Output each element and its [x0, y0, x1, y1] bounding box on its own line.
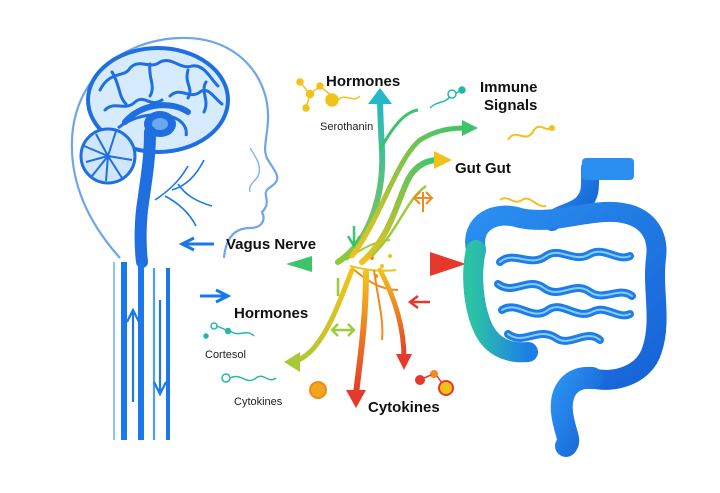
gut-wave-icon	[499, 197, 547, 208]
serotonin-molecule-icon	[296, 78, 361, 112]
label-serotonin: Serothanin	[320, 121, 373, 133]
cytokine-cluster-icon	[415, 370, 454, 396]
hub-fan	[345, 239, 399, 291]
face-contour	[248, 147, 261, 193]
brainstem	[134, 126, 156, 268]
pathway-to-gut-lower	[377, 267, 407, 361]
immune-signals-arrow	[462, 120, 478, 136]
immune-wave-icon	[507, 125, 551, 141]
hormones-top-arrow	[368, 88, 392, 104]
label-immune-line2: Signals	[484, 97, 537, 114]
double-arrow-orange	[412, 191, 434, 212]
label-gut-gut: Gut Gut	[455, 160, 511, 177]
double-arrow-green	[330, 323, 356, 337]
pathway-to-cytokines-bottom	[353, 269, 369, 397]
hormones-left-arrow	[284, 352, 300, 372]
cytokines-molecule-icon	[221, 373, 277, 383]
label-cortisol: Cortesol	[205, 349, 246, 361]
head-silhouette	[70, 36, 279, 259]
orange-orb-icon	[309, 381, 327, 399]
red-left-arrow	[407, 294, 430, 310]
hub-down-arrow	[346, 226, 362, 249]
pathway-to-gut-gut	[359, 157, 441, 265]
immune-molecule-icon	[429, 86, 466, 109]
cerebellum	[79, 127, 137, 185]
pathway-to-immune-signals	[349, 125, 469, 259]
cortisol-molecule-icon	[203, 322, 255, 339]
label-vagus-nerve: Vagus Nerve	[226, 236, 316, 253]
cord-down-arrow	[153, 300, 167, 397]
label-cytokines-left: Cytokines	[234, 396, 283, 408]
gut-intestines	[463, 158, 667, 457]
cytokines-bottom-arrow	[346, 390, 366, 408]
brain	[86, 46, 230, 154]
vagus-cords	[113, 262, 170, 440]
label-hormones-top: Hormones	[326, 73, 400, 90]
vagus-trunk-arrow-right	[430, 252, 466, 276]
gut-gut-arrow	[434, 151, 452, 169]
vagus-arrow-right-small	[200, 288, 232, 304]
label-cytokines-bottom: Cytokines	[368, 399, 440, 416]
facial-nerve-branches	[154, 159, 213, 227]
vagus-trunk-arrow-left	[286, 256, 312, 272]
cord-up-arrow	[126, 307, 140, 402]
label-hormones-left: Hormones	[234, 305, 308, 322]
label-immune-line1: Immune	[480, 79, 538, 96]
vagus-arrow-left-small	[178, 236, 214, 252]
gut-lower-arrow	[396, 354, 412, 370]
